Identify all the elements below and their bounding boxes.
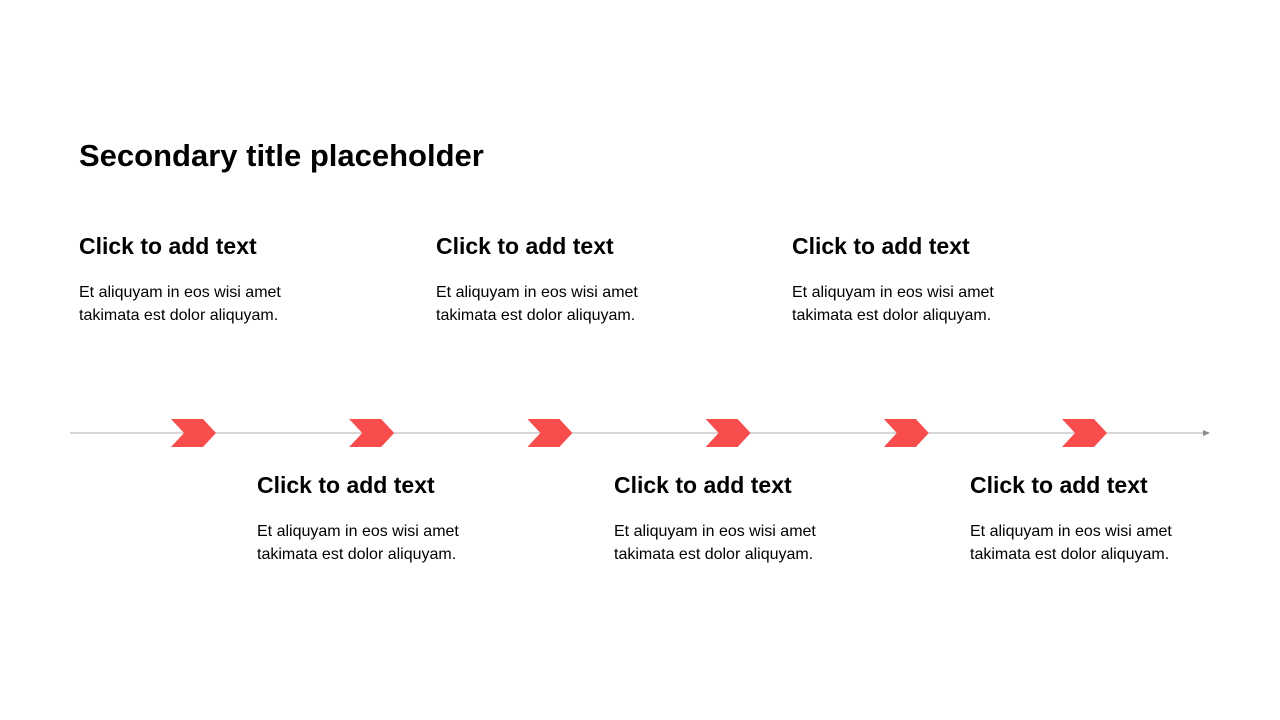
chevron-right-icon: [705, 419, 751, 447]
text-block-3: Click to add text Et aliquyam in eos wis…: [792, 231, 1092, 324]
chevron-right-icon: [171, 419, 216, 447]
chevron-right-icon: [883, 419, 929, 447]
text-block-heading[interactable]: Click to add text: [792, 233, 970, 259]
chevron-right-icon: [527, 419, 573, 447]
timeline-arrowhead-icon: [1203, 430, 1210, 436]
text-block-heading[interactable]: Click to add text: [970, 472, 1148, 498]
text-block-heading[interactable]: Click to add text: [79, 233, 257, 259]
text-block-heading[interactable]: Click to add text: [436, 233, 614, 259]
text-block-2: Click to add text Et aliquyam in eos wis…: [436, 231, 736, 324]
text-block-body[interactable]: Et aliquyam in eos wisi amet takimata es…: [614, 523, 816, 563]
text-block-body[interactable]: Et aliquyam in eos wisi amet takimata es…: [436, 284, 638, 324]
timeline-markers: [171, 419, 1107, 447]
text-block-body[interactable]: Et aliquyam in eos wisi amet takimata es…: [257, 523, 459, 563]
text-block-1: Click to add text Et aliquyam in eos wis…: [79, 231, 379, 324]
text-block-4: Click to add text Et aliquyam in eos wis…: [257, 470, 557, 563]
slide-title: Secondary title placeholder: [79, 138, 484, 173]
chevron-right-icon: [349, 419, 395, 447]
text-block-body[interactable]: Et aliquyam in eos wisi amet takimata es…: [79, 284, 281, 324]
chevron-right-icon: [1062, 419, 1107, 447]
text-block-5: Click to add text Et aliquyam in eos wis…: [614, 470, 914, 563]
text-block-heading[interactable]: Click to add text: [614, 472, 792, 498]
text-block-body[interactable]: Et aliquyam in eos wisi amet takimata es…: [792, 284, 994, 324]
text-block-6: Click to add text Et aliquyam in eos wis…: [970, 470, 1270, 563]
text-block-heading[interactable]: Click to add text: [257, 472, 435, 498]
text-block-body[interactable]: Et aliquyam in eos wisi amet takimata es…: [970, 523, 1172, 563]
